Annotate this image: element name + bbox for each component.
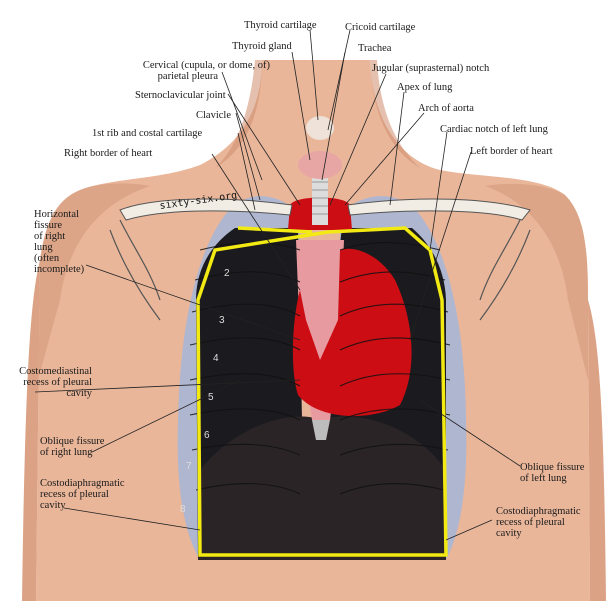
label-costodiaphragmatic-left-line: cavity bbox=[496, 528, 522, 539]
rib-number: 4 bbox=[213, 353, 219, 364]
label-oblique-left-line: of left lung bbox=[520, 473, 567, 484]
shoulder-shadow-left bbox=[38, 183, 150, 380]
label-costodiaphragmatic-right-line: Costodiaphragmatic bbox=[40, 478, 125, 489]
label-cricoid-cartilage: Cricoid cartilage bbox=[345, 22, 416, 33]
label-first-rib: 1st rib and costal cartilage bbox=[92, 128, 203, 139]
ribs bbox=[189, 242, 451, 495]
label-oblique-right: Oblique fissure of right lung bbox=[40, 436, 130, 458]
label-costomediastinal-line: recess of pleural bbox=[23, 377, 92, 388]
arm-left bbox=[22, 260, 40, 601]
label-costodiaphragmatic-left-line: recess of pleural bbox=[496, 517, 565, 528]
rib-number: 3 bbox=[219, 315, 225, 326]
trachea-rings bbox=[312, 181, 328, 215]
neck-shadow-right bbox=[370, 60, 420, 168]
label-costodiaphragmatic-left-line: Costodiaphragmatic bbox=[496, 506, 581, 517]
label-horizontal-fissure-line: fissure bbox=[34, 220, 62, 231]
label-clavicle: Clavicle bbox=[196, 110, 231, 121]
label-oblique-right-line: of right lung bbox=[40, 447, 93, 458]
label-thyroid-cartilage: Thyroid cartilage bbox=[244, 20, 317, 31]
neck-shadow-left bbox=[215, 60, 262, 168]
label-costodiaphragmatic-left: Costodiaphragmatic recess of pleural cav… bbox=[496, 506, 606, 539]
label-horizontal-fissure: Horizontal fissure of right lung (often … bbox=[34, 209, 94, 275]
label-right-border-heart: Right border of heart bbox=[64, 148, 153, 159]
label-horizontal-fissure-line: Horizontal bbox=[34, 209, 79, 220]
label-costodiaphragmatic-right-line: recess of pleural bbox=[40, 489, 109, 500]
thyroid-gland bbox=[298, 151, 342, 179]
clavicle-left bbox=[119, 198, 293, 221]
label-trachea: Trachea bbox=[358, 43, 392, 54]
thyroid-cartilage bbox=[306, 116, 334, 140]
label-horizontal-fissure-line: of right bbox=[34, 231, 66, 242]
label-oblique-left-line: Oblique fissure bbox=[520, 462, 585, 473]
label-thyroid-gland: Thyroid gland bbox=[232, 41, 292, 52]
label-cardiac-notch: Cardiac notch of left lung bbox=[440, 124, 548, 135]
xiphoid bbox=[312, 420, 330, 440]
label-cervical-pleura-1: Cervical (cupula, or dome, of) bbox=[142, 60, 270, 71]
label-left-border-heart: Left border of heart bbox=[470, 146, 553, 157]
label-apex-of-lung: Apex of lung bbox=[397, 82, 453, 93]
label-jugular-notch: Jugular (suprasternal) notch bbox=[372, 63, 490, 74]
label-arch-of-aorta: Arch of aorta bbox=[418, 103, 474, 114]
label-horizontal-fissure-line: lung bbox=[34, 242, 53, 253]
label-oblique-right-line: Oblique fissure bbox=[40, 436, 105, 447]
label-costomediastinal-line: Costomediastinal bbox=[19, 366, 92, 377]
arm-right bbox=[588, 300, 606, 601]
leader-lines bbox=[34, 29, 521, 541]
diaphragm-region bbox=[198, 416, 446, 560]
rib-number: 7 bbox=[186, 461, 192, 472]
rib-number: 5 bbox=[208, 392, 214, 403]
pleural-reflection-line bbox=[196, 226, 448, 557]
label-oblique-left: Oblique fissure of left lung bbox=[520, 462, 610, 484]
clavicle-right bbox=[347, 198, 531, 221]
label-cervical-pleura-2: parietal pleura bbox=[157, 71, 218, 82]
shoulder-shadow-right bbox=[485, 183, 588, 380]
label-costodiaphragmatic-right: Costodiaphragmatic recess of pleural cav… bbox=[40, 478, 140, 511]
label-horizontal-fissure-line: (often bbox=[34, 253, 60, 264]
scapula-right bbox=[479, 219, 531, 321]
rib-number: 8 bbox=[180, 504, 186, 515]
label-costomediastinal: Costomediastinal recess of pleural cavit… bbox=[0, 366, 92, 399]
label-costomediastinal-line: cavity bbox=[66, 388, 92, 399]
label-costodiaphragmatic-right-line: cavity bbox=[40, 500, 66, 511]
rib-number: 2 bbox=[224, 268, 230, 279]
label-horizontal-fissure-line: incomplete) bbox=[34, 264, 85, 275]
trachea-tube bbox=[312, 175, 328, 225]
label-sternoclavicular-joint: Sternoclavicular joint bbox=[135, 90, 226, 101]
rib-number: 6 bbox=[204, 430, 210, 441]
